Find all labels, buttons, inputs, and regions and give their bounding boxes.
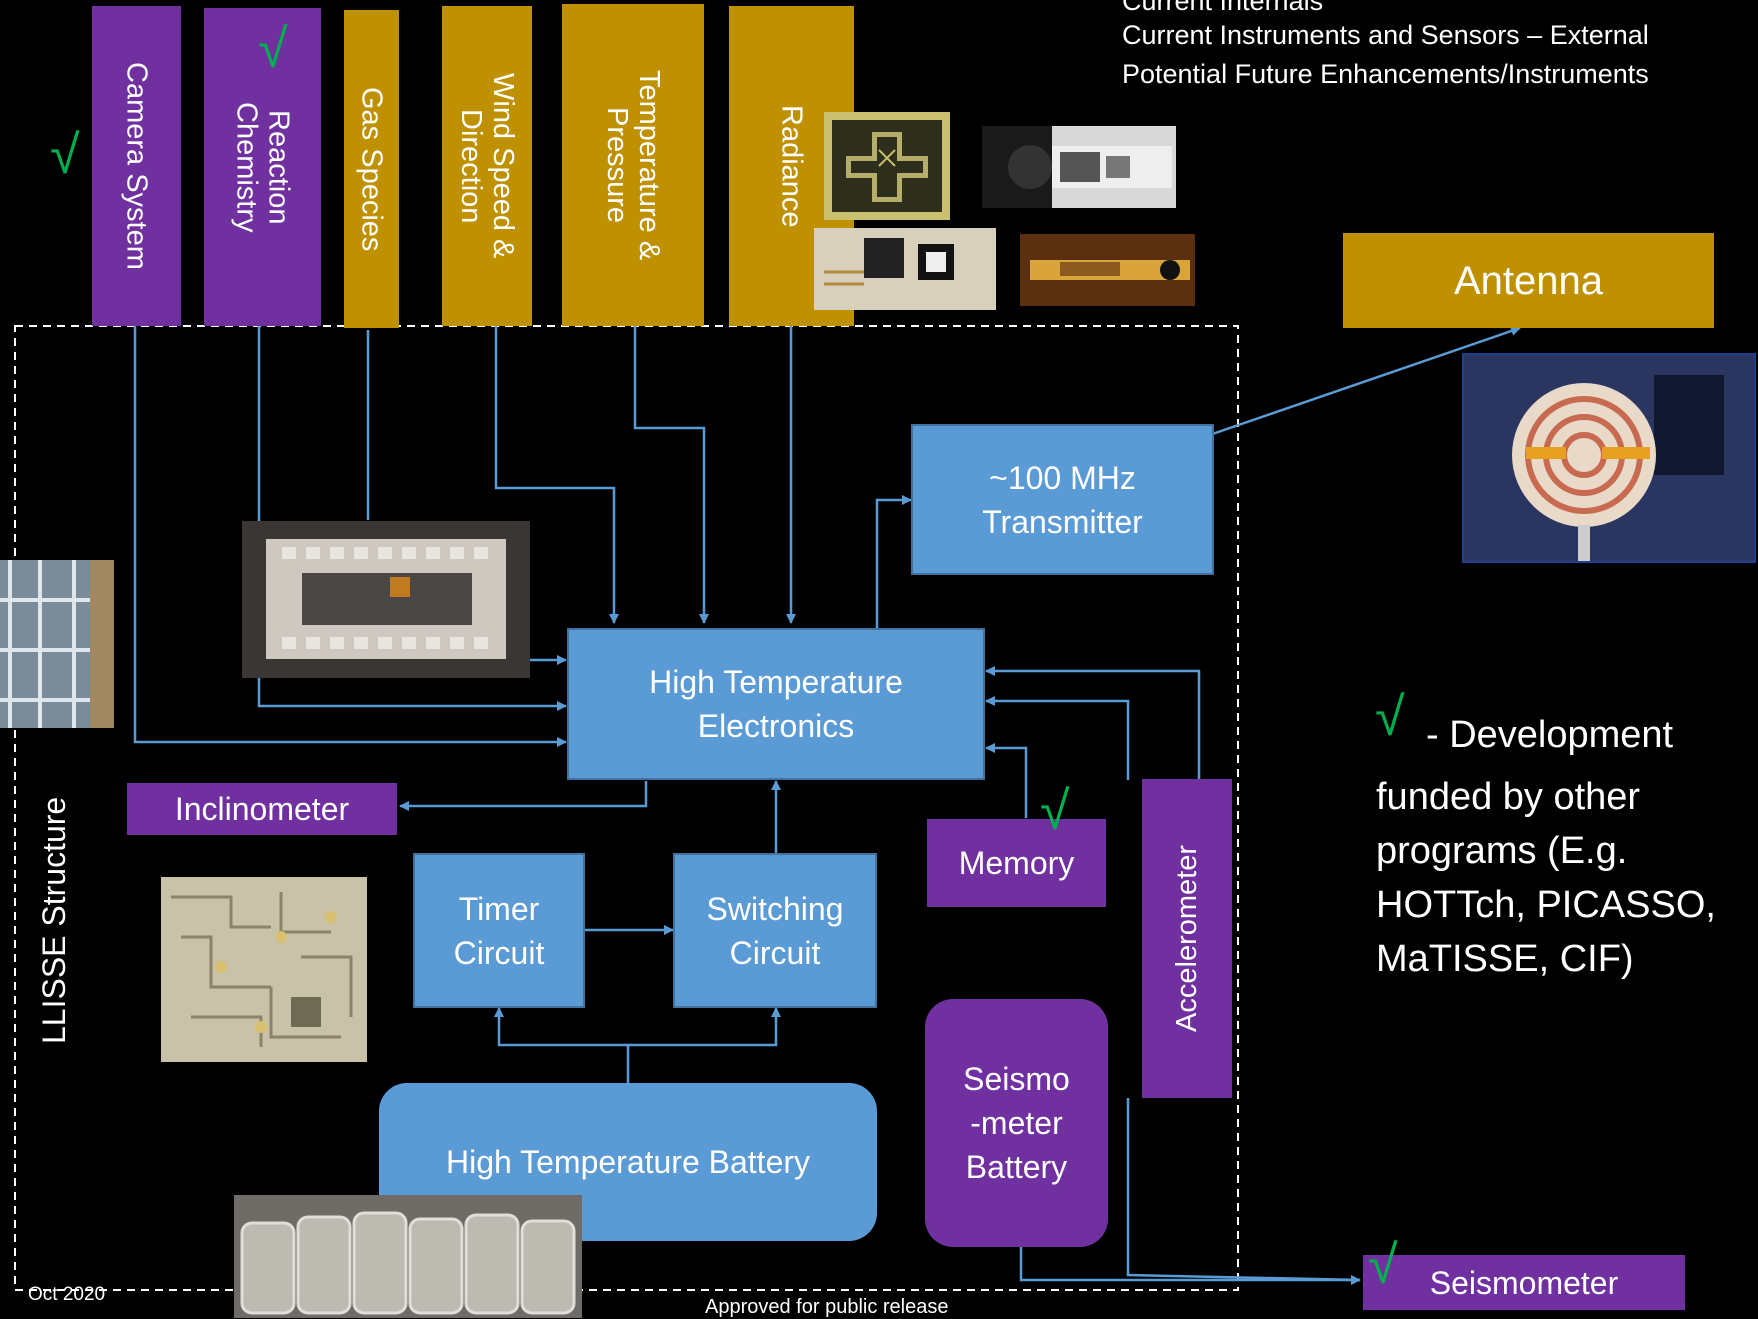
pcb-photo [161, 877, 367, 1062]
antenna-box: Antenna [1343, 233, 1714, 328]
timer-circuit-box: Timer Circuit [413, 853, 585, 1008]
seismo-battery-line [1019, 1247, 1361, 1285]
sensor-photo-board [814, 228, 996, 310]
switching-circuit-label: Switching Circuit [706, 890, 844, 971]
seismometer-battery-label: Seismo -meter Battery [963, 1061, 1070, 1185]
reaction-line [257, 325, 567, 711]
antenna-photo [1462, 353, 1756, 563]
inclinometer-label: Inclinometer [174, 791, 350, 827]
temperature-pressure-label: Temperature & Pressure [601, 69, 665, 261]
legend-current-external: Current Instruments and Sensors – Extern… [1122, 20, 1649, 50]
temp-line [633, 325, 709, 624]
gas-species-box: Gas Species [344, 10, 399, 328]
legend-current-internals: Current Internals [1122, 0, 1324, 16]
check-memory-icon: √ [1040, 781, 1070, 841]
accelerometer-box: Accelerometer [1142, 779, 1232, 1098]
transmitter-label: ~100 MHz Transmitter [982, 459, 1143, 540]
high-temperature-electronics-box: High Temperature Electronics [567, 628, 985, 780]
footer-date: Oct 2020 [28, 1284, 106, 1305]
llisse-structure-label: LLISSE Structure [36, 796, 72, 1044]
timer-circuit-label: Timer Circuit [453, 890, 545, 971]
accelerometer-line-1 [985, 666, 1201, 780]
check-seismometer-icon: √ [1368, 1235, 1398, 1295]
sensor-photo-strip [1020, 234, 1195, 306]
accelerometer-line-2 [985, 696, 1130, 780]
seismometer-label: Seismometer [1429, 1264, 1619, 1301]
battery-photo [234, 1195, 582, 1318]
structure-photo [0, 560, 114, 728]
camera-line [133, 325, 567, 747]
temperature-pressure-box: Temperature & Pressure [562, 4, 704, 326]
antenna-label: Antenna [1453, 258, 1604, 303]
wind-speed-box: Wind Speed & Direction [442, 6, 532, 326]
battery-switching-line [628, 1007, 781, 1047]
hte-transmitter-line [875, 495, 912, 629]
high-temperature-battery-box: High Temperature Battery [379, 1083, 877, 1241]
seismometer-battery-box: Seismo -meter Battery [925, 999, 1108, 1247]
note-text: funded by other programs (E.g. HOTTch, P… [1376, 776, 1716, 980]
check-reaction-icon: √ [258, 19, 288, 79]
camera-system-box: Camera System [92, 6, 181, 326]
note-first-line: - Development [1426, 714, 1674, 756]
transmitter-box: ~100 MHz Transmitter [911, 424, 1214, 575]
sensor-photo-cross [824, 112, 950, 220]
transmitter-antenna-line [1194, 326, 1521, 442]
reaction-chemistry-box: Reaction Chemistry [204, 8, 321, 326]
wind-line [494, 325, 619, 624]
seismometer-box: Seismometer [1363, 1255, 1685, 1310]
sensor-photo-probe [982, 126, 1176, 208]
inclinometer-box: Inclinometer [127, 783, 397, 835]
structure-boundary [14, 325, 1239, 1291]
wind-speed-label: Wind Speed & Direction [455, 73, 519, 259]
legend-future: Potential Future Enhancements/Instrument… [1122, 59, 1649, 89]
memory-line [985, 743, 1028, 818]
note-check-icon: √ [1375, 687, 1405, 747]
camera-system-label: Camera System [120, 62, 153, 270]
accelerometer-label: Accelerometer [1171, 845, 1203, 1032]
high-temperature-battery-label: High Temperature Battery [445, 1144, 811, 1180]
radiance-label: Radiance [775, 104, 808, 228]
gas-species-label: Gas Species [355, 86, 388, 252]
inclinometer-line [399, 781, 648, 811]
check-camera-icon: √ [50, 125, 80, 185]
high-temperature-electronics-label: High Temperature Electronics [649, 664, 903, 744]
reaction-chemistry-label: Reaction Chemistry [230, 101, 295, 233]
footer-approval: Approved for public release [705, 1296, 949, 1318]
switching-circuit-box: Switching Circuit [673, 853, 877, 1008]
accel-seismo-line [1126, 1098, 1361, 1282]
memory-box: Memory [927, 819, 1106, 907]
battery-timer-line [494, 1007, 630, 1083]
memory-label: Memory [958, 845, 1075, 881]
chip-photo [242, 521, 530, 678]
